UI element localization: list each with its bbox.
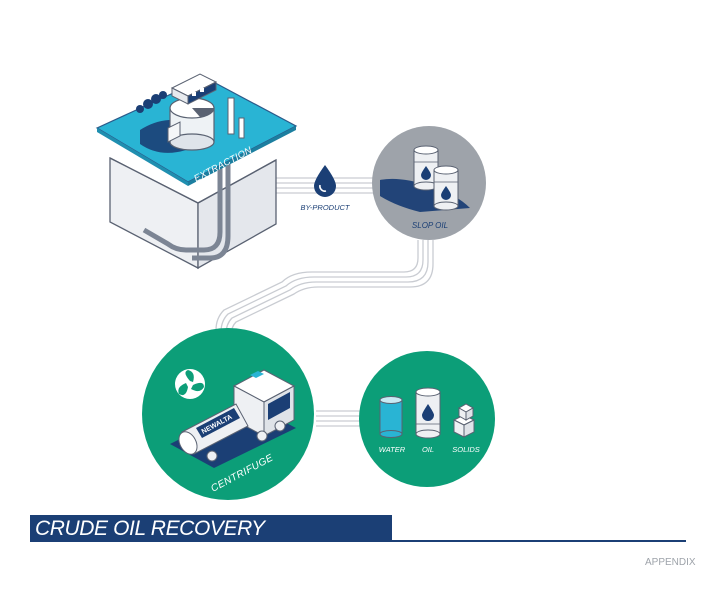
title-banner: CRUDE OIL RECOVERY	[30, 515, 392, 542]
by-product-node: BY-PRODUCT	[300, 165, 351, 212]
connector-centrifuge-to-outputs	[316, 410, 366, 427]
chimney	[227, 97, 235, 135]
title-rule	[392, 540, 686, 542]
page-title: CRUDE OIL RECOVERY	[35, 517, 265, 540]
slop-oil-node: SLOP OIL	[372, 126, 486, 240]
connector-slop-oil-to-centrifuge	[215, 240, 434, 346]
extraction-site: EXTRACTION	[95, 73, 298, 270]
oil-barrel-icon	[413, 145, 439, 191]
oil-barrel-icon	[433, 165, 459, 211]
truck-tank: NEWALTA	[178, 403, 249, 455]
water-icon	[379, 396, 403, 438]
outputs-node: WATER OIL SOLIDS	[359, 351, 495, 487]
oil-drop-icon	[314, 165, 336, 197]
trees	[136, 91, 167, 113]
appendix-footer: APPENDIX	[645, 557, 696, 568]
well-pipe	[142, 120, 223, 253]
solids-icon	[452, 403, 476, 438]
site-building	[170, 73, 218, 105]
by-product-label: BY-PRODUCT	[300, 203, 350, 212]
solids-label: SOLIDS	[452, 445, 480, 454]
centrifuge-node: NEWALTA CENTRIFUGE	[142, 328, 314, 500]
slop-oil-label: SLOP OIL	[412, 221, 448, 230]
fan-icon	[175, 369, 205, 399]
water-label: WATER	[379, 445, 406, 454]
oil-barrel-icon	[415, 387, 441, 439]
truck-wheels	[206, 420, 286, 462]
oil-label: OIL	[422, 445, 434, 454]
